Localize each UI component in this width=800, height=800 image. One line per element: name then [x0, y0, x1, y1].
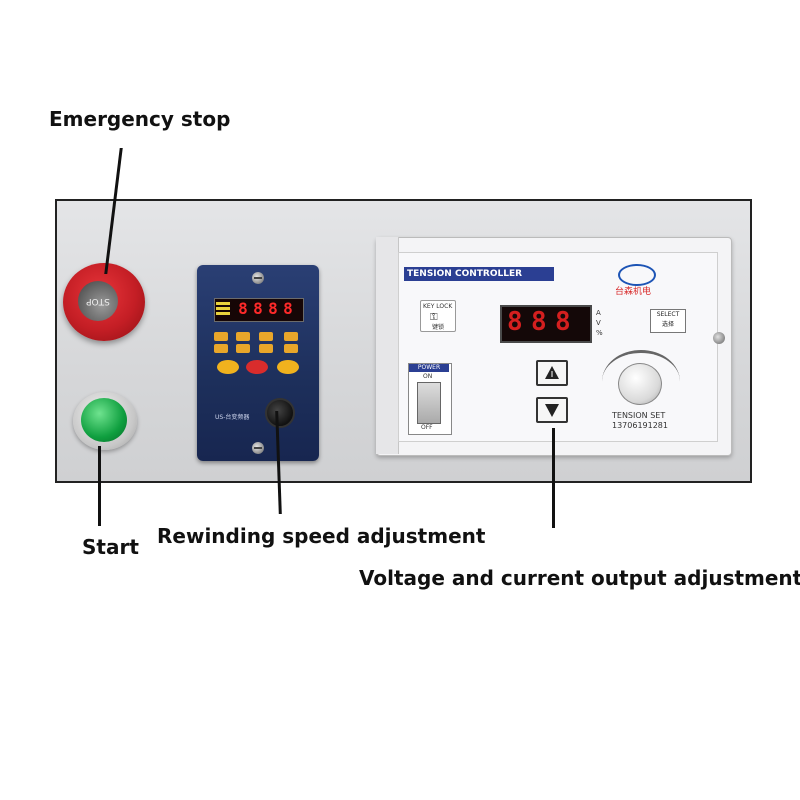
screw-icon	[713, 332, 725, 344]
inverter-key[interactable]	[259, 332, 273, 341]
tension-set-dial[interactable]	[618, 363, 662, 405]
led	[216, 307, 230, 310]
stop-text: STOP	[86, 296, 110, 306]
screw-icon	[252, 442, 264, 454]
inverter-stop-button[interactable]	[246, 360, 268, 374]
start-button[interactable]	[81, 398, 127, 442]
power-on-label: ON	[423, 373, 433, 380]
controller-title: TENSION CONTROLLER	[404, 267, 554, 281]
select-label: SELECT	[656, 311, 680, 318]
key-lock-label: KEY LOCK	[423, 303, 453, 310]
controller-hinge	[376, 237, 399, 454]
mode-indicator-percent: %	[596, 329, 603, 337]
leader-line-start	[98, 446, 101, 526]
inverter-digit: 8	[238, 299, 248, 318]
inverter-digit: 8	[253, 299, 263, 318]
down-arrow-icon	[545, 404, 559, 417]
select-sub: 选择	[661, 321, 674, 328]
voltage-current-label: Voltage and current output adjustment	[359, 566, 800, 590]
tension-up-button[interactable]	[536, 360, 568, 386]
inverter-model-text: US-台变频器	[215, 414, 250, 421]
tension-set-label: TENSION SET	[612, 411, 666, 420]
emergency-stop-label: Emergency stop	[49, 107, 231, 131]
inverter-key[interactable]	[284, 344, 298, 353]
controller-display	[500, 305, 592, 343]
tension-down-button[interactable]	[536, 397, 568, 423]
power-off-label: OFF	[421, 424, 433, 431]
rewinding-speed-knob[interactable]	[265, 398, 295, 428]
key-lock-button[interactable]	[420, 300, 456, 332]
inverter-down-button[interactable]	[277, 360, 299, 374]
brand-name: 台森机电	[615, 287, 652, 297]
inverter-key[interactable]	[236, 332, 250, 341]
inverter-run-button[interactable]	[217, 360, 239, 374]
rewinding-speed-label: Rewinding speed adjustment	[157, 524, 486, 548]
phone-number: 13706191281	[612, 421, 668, 430]
led	[216, 302, 230, 305]
mode-indicator-a: A	[596, 309, 601, 317]
inverter-key[interactable]	[214, 332, 228, 341]
controller-digit: 8	[555, 307, 571, 337]
controller-digit: 8	[531, 307, 547, 337]
up-arrow-icon	[545, 366, 559, 379]
leader-line-voltage	[552, 428, 555, 528]
key-icon: ⚿	[430, 312, 438, 323]
inverter-key[interactable]	[214, 344, 228, 353]
emergency-stop-cap: STOP	[78, 281, 118, 321]
led	[216, 312, 230, 315]
start-label: Start	[82, 535, 139, 559]
screw-icon	[252, 272, 264, 284]
inverter-digit: 8	[268, 299, 278, 318]
inverter-indicator-leds	[216, 302, 232, 316]
inverter-key[interactable]	[236, 344, 250, 353]
brand-logo-icon	[618, 264, 656, 286]
select-button[interactable]: SELECT 选择	[650, 309, 686, 333]
key-lock-sub: 键锁	[432, 324, 445, 331]
inverter-digit: 8	[283, 299, 293, 318]
power-switch[interactable]	[417, 382, 441, 424]
mode-indicator-v: V	[596, 319, 601, 327]
inverter-key[interactable]	[284, 332, 298, 341]
dial-arc	[602, 350, 680, 413]
inverter-key[interactable]	[259, 344, 273, 353]
controller-digit: 8	[507, 307, 523, 337]
power-label: POWER	[409, 364, 449, 372]
